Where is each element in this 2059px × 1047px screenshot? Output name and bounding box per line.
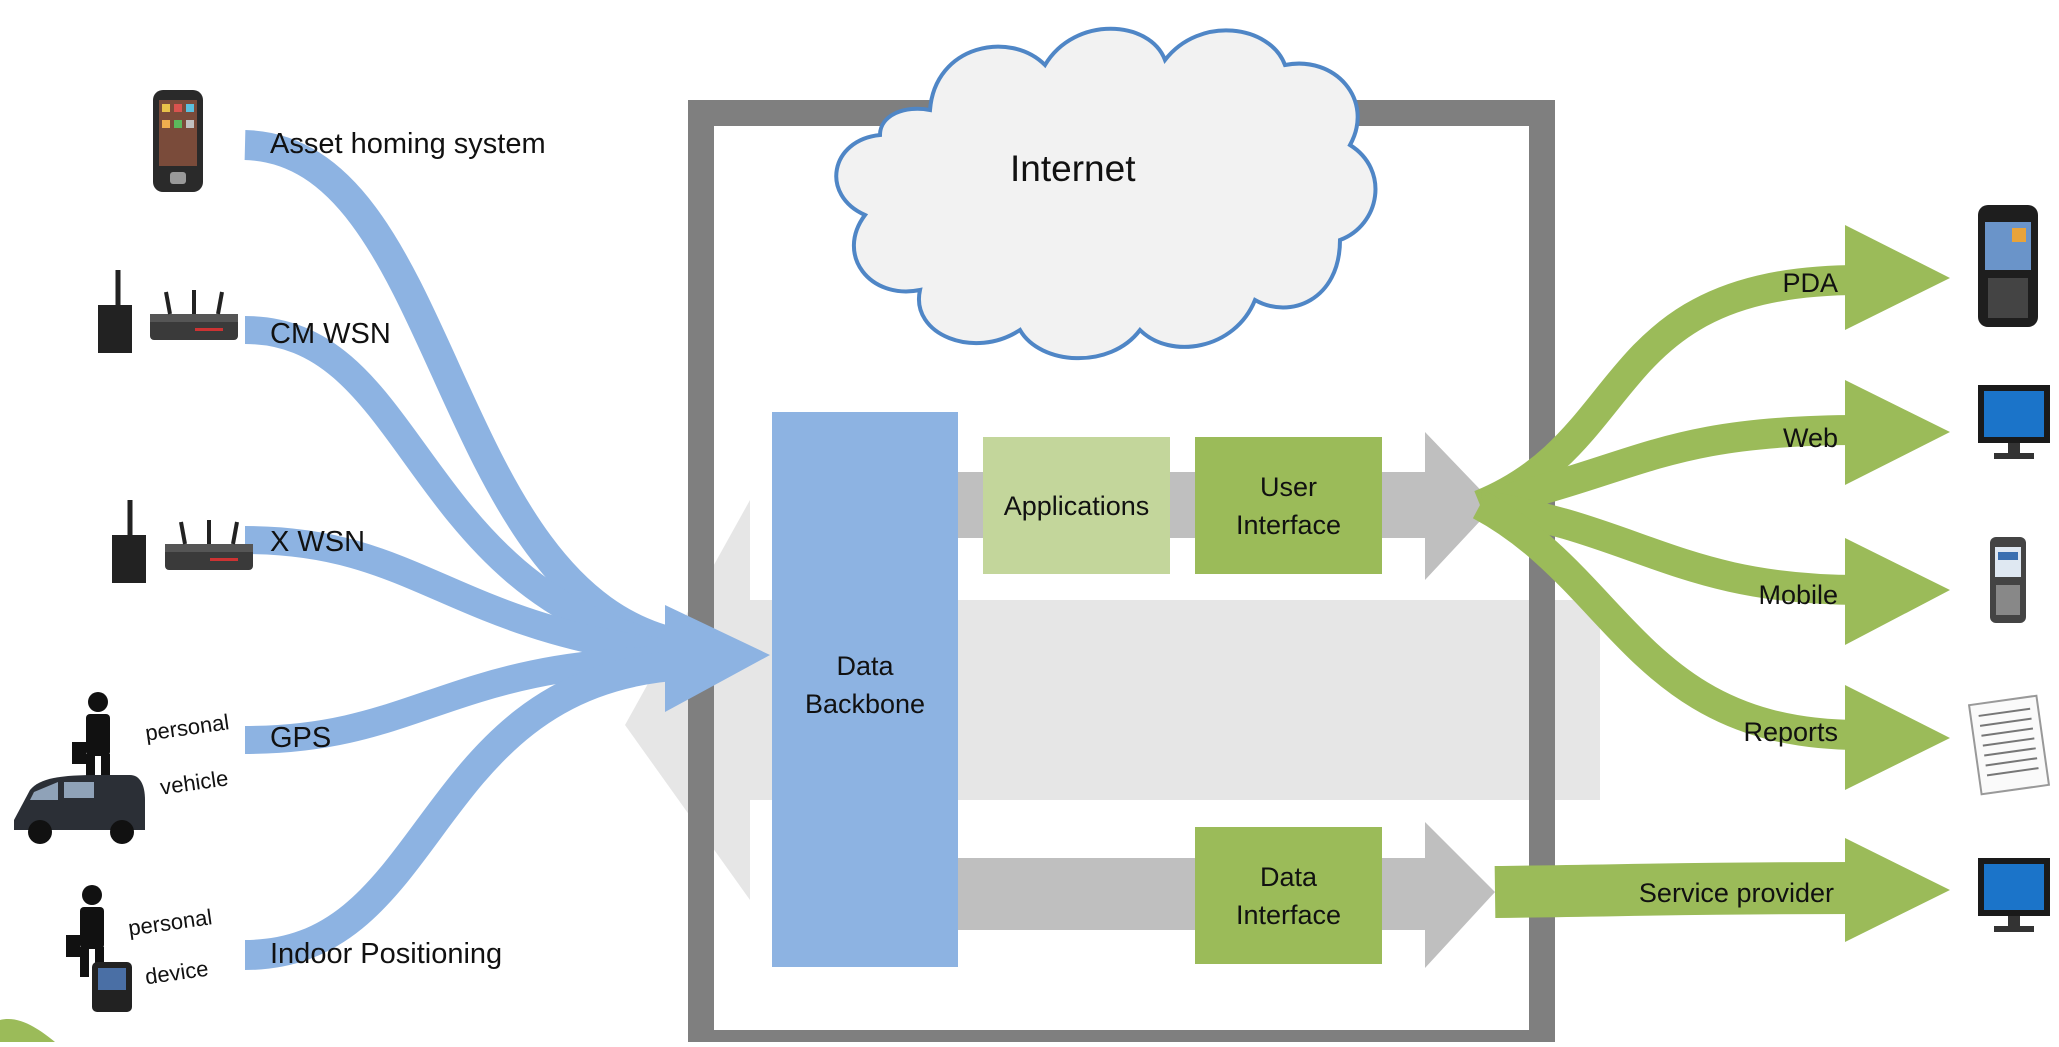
source-label-gps: GPS — [270, 722, 332, 754]
smartphone-icon — [153, 90, 203, 192]
data-backbone-label-line2: Backbone — [804, 689, 926, 719]
internet-cloud — [834, 26, 1378, 361]
data-interface-label: Data Interface — [1195, 827, 1382, 964]
user-interface-label-line1: User — [1259, 471, 1317, 502]
person-and-device-icon — [66, 885, 132, 1012]
output-arrowheads — [1845, 225, 1950, 942]
data-interface-box — [1195, 827, 1382, 964]
monitor-icon — [1978, 385, 2050, 459]
data-interface-label-line2: Interface — [1235, 899, 1342, 930]
flow-reports — [1472, 491, 1861, 750]
output-flows — [1472, 265, 1861, 918]
source-label-asset-homing: Asset homing system — [270, 128, 546, 160]
flow-web — [1476, 415, 1861, 520]
mobile-phone-icon — [1990, 537, 2026, 623]
source-label-cm-wsn: CM WSN — [270, 318, 391, 350]
flow-pda — [1474, 265, 1861, 519]
wireless-router-icon — [112, 500, 253, 583]
flow-service-provider — [1494, 862, 1861, 918]
output-label-service-provider: Service provider — [1638, 878, 1834, 908]
flow-indoor-positioning — [244, 650, 686, 970]
input-flows — [244, 130, 688, 970]
source-label-x-wsn: X WSN — [270, 526, 366, 558]
data-backbone-label-line1: Data — [836, 651, 894, 681]
output-label-mobile: Mobile — [1758, 580, 1838, 610]
pda-icon — [1978, 205, 2038, 327]
corner-accent — [0, 1019, 55, 1042]
flow-gps — [244, 646, 686, 754]
input-arrowhead — [665, 605, 770, 712]
output-label-web: Web — [1782, 423, 1838, 453]
data-interface-label-line1: Data — [1259, 861, 1318, 892]
flow-x-wsn — [244, 526, 687, 669]
flow-cm-wsn — [244, 316, 688, 664]
output-label-pda: PDA — [1782, 268, 1838, 298]
user-interface-label: User Interface — [1195, 437, 1382, 574]
applications-label: Applications — [1003, 490, 1150, 521]
internet-label: Internet — [1010, 148, 1136, 189]
person-and-van-icon — [14, 692, 145, 844]
data-backbone-label: Data Backbone — [772, 640, 958, 730]
source-label-indoor-positioning: Indoor Positioning — [270, 938, 503, 970]
output-label-reports: Reports — [1743, 717, 1838, 747]
user-interface-label-line2: Interface — [1235, 509, 1342, 540]
report-document-icon — [1967, 694, 2051, 796]
applications-box — [983, 437, 1170, 574]
flow-mobile — [1477, 490, 1861, 605]
data-backbone-box — [772, 412, 958, 967]
monitor-icon — [1978, 858, 2050, 932]
wireless-router-icon — [98, 270, 238, 353]
flow-asset-homing — [244, 130, 688, 660]
user-interface-box — [1195, 437, 1382, 574]
